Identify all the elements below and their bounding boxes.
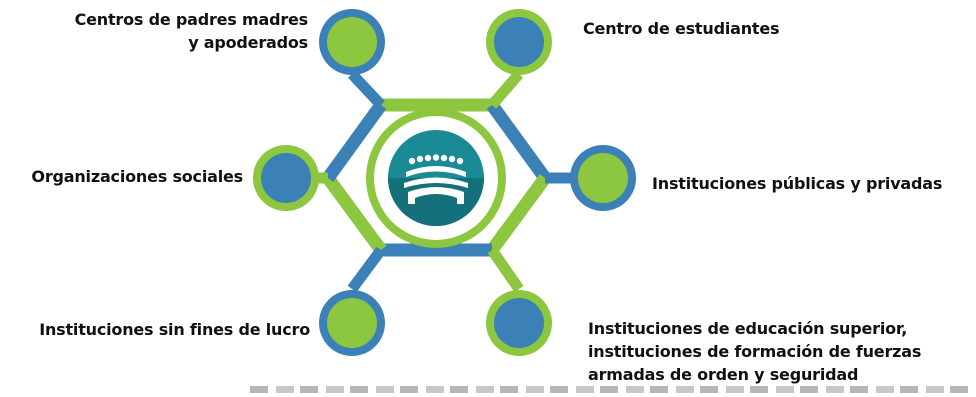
connector-top-left (347, 70, 386, 109)
hex-edge-top-right (486, 101, 551, 182)
connector-bottom-right (487, 246, 524, 293)
label-top-right: Centro de estudiantes (583, 17, 780, 40)
label-bottom-right: Instituciones de educación superior, ins… (588, 317, 921, 386)
label-line: Organizaciones sociales (31, 167, 243, 186)
label-line: y apoderados (188, 33, 308, 52)
label-mid-right: Instituciones públicas y privadas (652, 172, 942, 195)
label-line: Instituciones de educación superior, (588, 319, 908, 338)
label-line: Centros de padres madres (74, 10, 309, 29)
connector-bottom-left (347, 246, 386, 293)
node-bottom-right (486, 290, 552, 356)
node-bottom-left (319, 290, 385, 356)
hex-edge-bottom-right (486, 174, 551, 254)
label-bottom-left: Instituciones sin fines de lucro (39, 318, 310, 341)
label-mid-left: Organizaciones sociales (31, 165, 243, 188)
cropped-footer-text (250, 386, 970, 393)
hex-edge-bottom-left (322, 174, 387, 254)
label-line: Instituciones públicas y privadas (652, 174, 943, 193)
node-mid-left (253, 145, 319, 211)
hex-edge-top-left (322, 101, 387, 182)
node-top-left (319, 9, 385, 75)
label-line: Instituciones sin fines de lucro (39, 320, 310, 339)
label-line: armadas de orden y seguridad (588, 365, 859, 384)
gathering-audience-icon (404, 154, 468, 204)
label-line: instituciones de formación de fuerzas (588, 342, 922, 361)
label-line: Centro de estudiantes (583, 19, 780, 38)
connector-top-right (487, 70, 524, 109)
node-mid-right (570, 145, 636, 211)
label-top-left: Centros de padres madres y apoderados (74, 8, 309, 54)
hexagon-frame (322, 98, 551, 257)
node-top-right (486, 9, 552, 75)
